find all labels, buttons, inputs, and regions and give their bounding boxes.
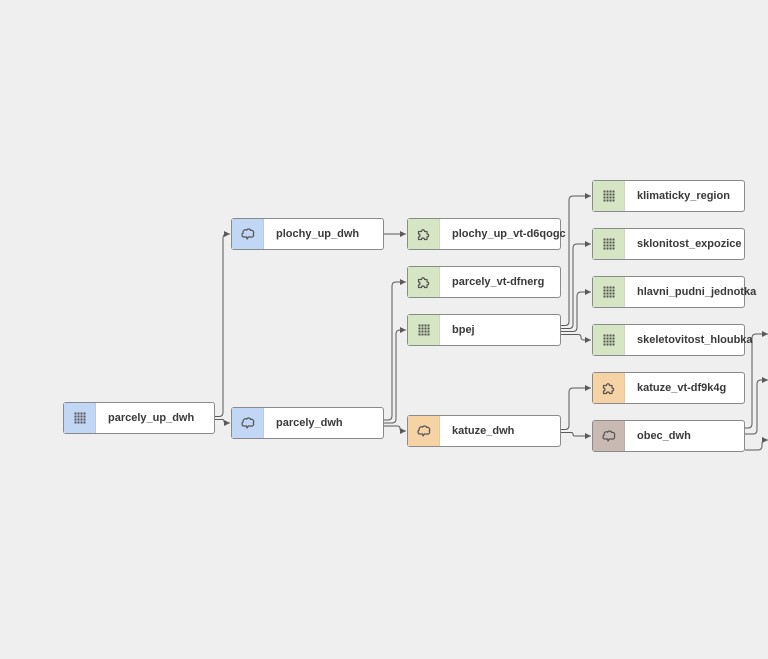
node-label: obec_dwh <box>637 430 691 442</box>
edge-katuze_dwh-to-katuze_vt <box>561 385 591 430</box>
grid-icon <box>593 181 625 211</box>
brain-icon <box>232 219 264 249</box>
node-label: plochy_up_dwh <box>276 228 360 240</box>
node-parcely-dwh[interactable]: parcely_dwh <box>231 407 384 439</box>
grid-icon <box>593 229 625 259</box>
node-label: plochy_up_vt-d6qogc <box>452 228 566 240</box>
node-plochy-up-vt[interactable]: plochy_up_vt-d6qogc <box>407 218 566 250</box>
node-sklonitost-expozice[interactable]: sklonitost_expozice <box>592 228 745 260</box>
node-parcely-up-dwh[interactable]: parcely_up_dwh <box>63 402 215 434</box>
edge-bpej-to-klimaticky_region <box>561 193 591 326</box>
node-parcely-vt[interactable]: parcely_vt-dfnerg <box>407 266 561 298</box>
edge-bpej-to-hlavni_pudni_jednotka <box>561 289 591 332</box>
node-label: katuze_vt-df9k4g <box>637 382 727 394</box>
edge-parcely_dwh-to-katuze_dwh <box>384 425 406 434</box>
edge-bpej-to-sklonitost_expozice <box>561 241 591 329</box>
brain-icon <box>408 416 440 446</box>
brain-icon <box>593 421 625 451</box>
node-plochy-up-dwh[interactable]: plochy_up_dwh <box>231 218 384 250</box>
node-label: klimaticky_region <box>637 190 730 202</box>
puzzle-icon <box>408 219 440 249</box>
node-bpej[interactable]: bpej <box>407 314 561 346</box>
node-klimaticky-region[interactable]: klimaticky_region <box>592 180 745 212</box>
puzzle-icon <box>408 267 440 297</box>
edge-parcely_up_dwh-to-parcely_dwh <box>215 419 230 426</box>
node-hlavni-pudni-jednotka[interactable]: hlavni_pudni_jednotka <box>592 276 756 308</box>
node-label: katuze_dwh <box>452 425 515 437</box>
puzzle-icon <box>593 373 625 403</box>
edge-parcely_dwh-to-bpej <box>384 327 406 424</box>
node-obec-dwh[interactable]: obec_dwh <box>592 420 745 452</box>
edge-bpej-to-skeletovitost_hloubka <box>561 334 591 343</box>
grid-icon <box>593 325 625 355</box>
node-label: bpej <box>452 324 475 336</box>
brain-icon <box>232 408 264 438</box>
grid-icon <box>408 315 440 345</box>
edge-parcely_dwh-to-parcely_vt <box>384 279 406 421</box>
edge-parcely_up_dwh-to-plochy_up_dwh <box>215 231 230 417</box>
node-label: parcely_up_dwh <box>108 412 195 424</box>
node-label: hlavni_pudni_jednotka <box>637 286 757 298</box>
edge-obec-dwh-offscreen <box>745 437 768 451</box>
node-label: skeletovitost_hloubka <box>637 334 753 346</box>
node-katuze-dwh[interactable]: katuze_dwh <box>407 415 561 447</box>
node-label: parcely_dwh <box>276 417 343 429</box>
node-label: sklonitost_expozice <box>637 238 742 250</box>
node-skeletovitost-hloubka[interactable]: skeletovitost_hloubka <box>592 324 753 356</box>
node-katuze-vt[interactable]: katuze_vt-df9k4g <box>592 372 745 404</box>
edge-obec-dwh-offscreen <box>745 331 768 429</box>
edge-katuze_dwh-to-obec_dwh <box>561 432 591 439</box>
node-label: parcely_vt-dfnerg <box>452 276 545 288</box>
grid-icon <box>593 277 625 307</box>
grid-icon <box>64 403 96 433</box>
edge-obec-dwh-offscreen <box>745 377 768 435</box>
